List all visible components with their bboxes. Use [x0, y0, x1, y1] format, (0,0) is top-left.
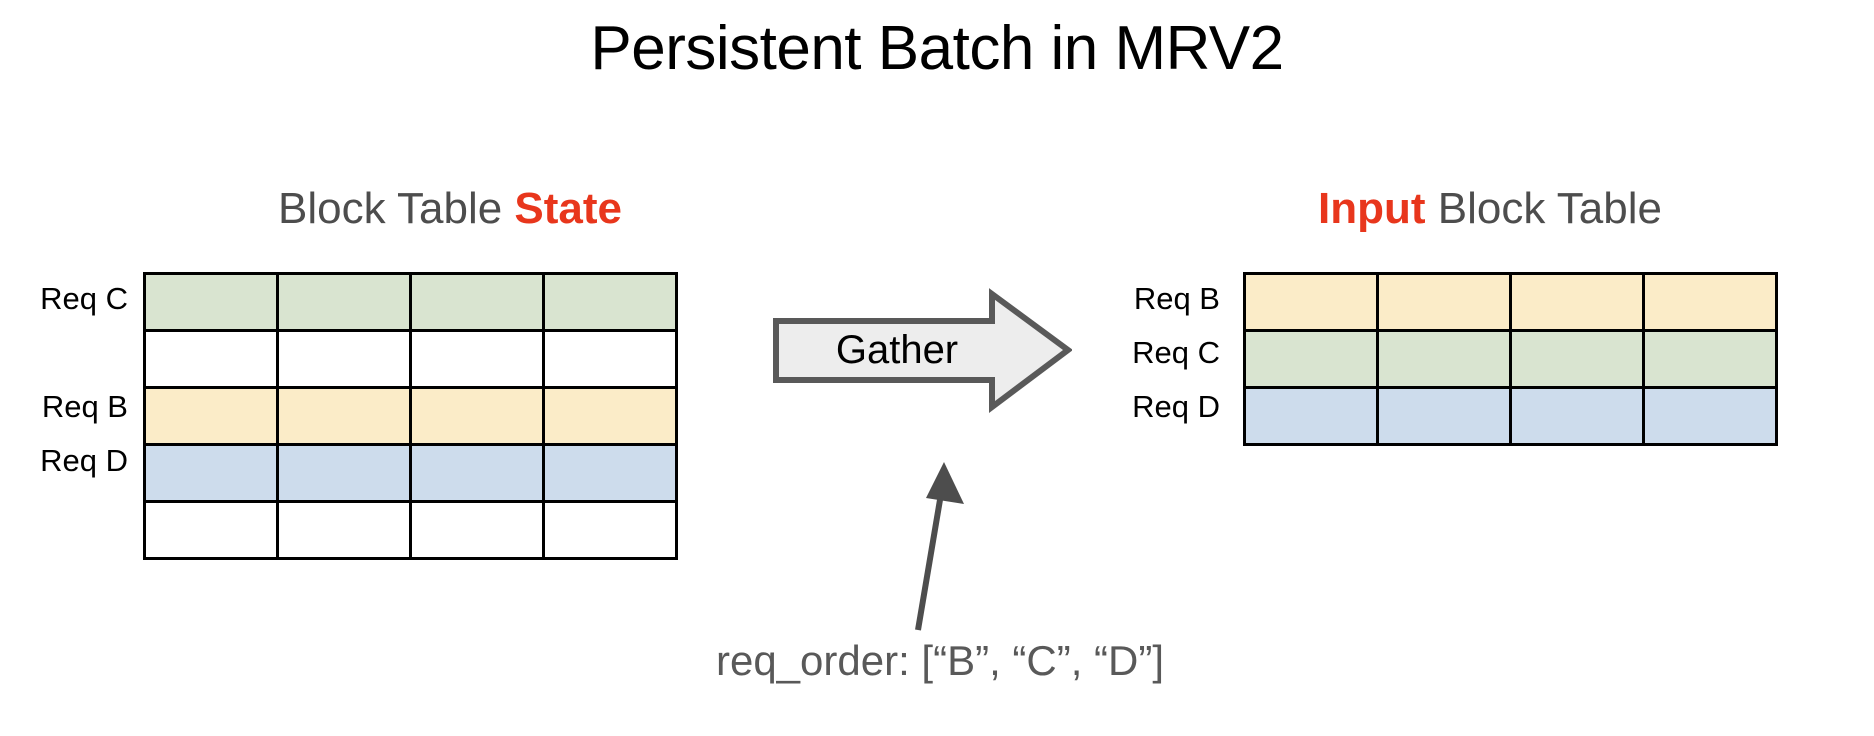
heading-left-accent: State [514, 184, 623, 233]
table-cell [1509, 386, 1645, 446]
table-cell [1376, 272, 1512, 332]
table-cell [542, 443, 678, 503]
table-row [143, 329, 678, 389]
table-cell [409, 443, 545, 503]
table-cell [542, 329, 678, 389]
table-row [143, 500, 678, 560]
table-row [143, 443, 678, 503]
table-cell [143, 272, 279, 332]
row-label-req-d: Req D [40, 443, 128, 478]
table-cell [1642, 386, 1778, 446]
block-table-state [143, 272, 678, 560]
table-row [1243, 272, 1778, 332]
table-cell [1509, 272, 1645, 332]
table-row [1243, 386, 1778, 446]
table-cell [143, 329, 279, 389]
heading-input-block-table: Input Block Table [1180, 183, 1800, 235]
row-label-req-c: Req C [40, 281, 128, 316]
table-cell [1376, 329, 1512, 389]
row-label-req-b: Req B [1133, 281, 1220, 316]
table-cell [143, 443, 279, 503]
block-table-state-grid [143, 272, 678, 560]
slide-title: Persistent Batch in MRV2 [590, 14, 1284, 83]
heading-left-plain: Block Table [277, 184, 515, 233]
row-label-req-d: Req D [1132, 389, 1220, 424]
table-cell [143, 386, 279, 446]
table-cell [1376, 386, 1512, 446]
table-cell [1243, 329, 1379, 389]
row-label-req-c: Req C [1132, 335, 1220, 370]
table-cell [276, 443, 412, 503]
heading-right-plain: Block Table [1425, 184, 1662, 233]
table-row [1243, 329, 1778, 389]
table-cell [276, 272, 412, 332]
table-cell [409, 500, 545, 560]
table-cell [1243, 272, 1379, 332]
heading-block-table-state: Block Table State [140, 183, 760, 235]
table-cell [276, 500, 412, 560]
gather-arrow-icon [773, 288, 1072, 413]
table-cell [542, 272, 678, 332]
table-cell [1243, 386, 1379, 446]
table-cell [1642, 272, 1778, 332]
table-cell [276, 329, 412, 389]
table-cell [409, 272, 545, 332]
table-cell [276, 386, 412, 446]
table-cell [143, 500, 279, 560]
table-cell [1642, 329, 1778, 389]
row-label-req-b: Req B [41, 389, 128, 424]
table-cell [409, 386, 545, 446]
table-row [143, 272, 678, 332]
table-cell [409, 329, 545, 389]
heading-right-accent: Input [1318, 184, 1426, 233]
input-block-table-grid [1243, 272, 1778, 446]
req-order-caption: req_order: [“B”, “C”, “D”] [715, 637, 1165, 684]
input-block-table [1243, 272, 1778, 446]
table-cell [542, 500, 678, 560]
table-cell [542, 386, 678, 446]
annotation-pointer-arrow-icon [915, 462, 964, 631]
table-row [143, 386, 678, 446]
table-cell [1509, 329, 1645, 389]
